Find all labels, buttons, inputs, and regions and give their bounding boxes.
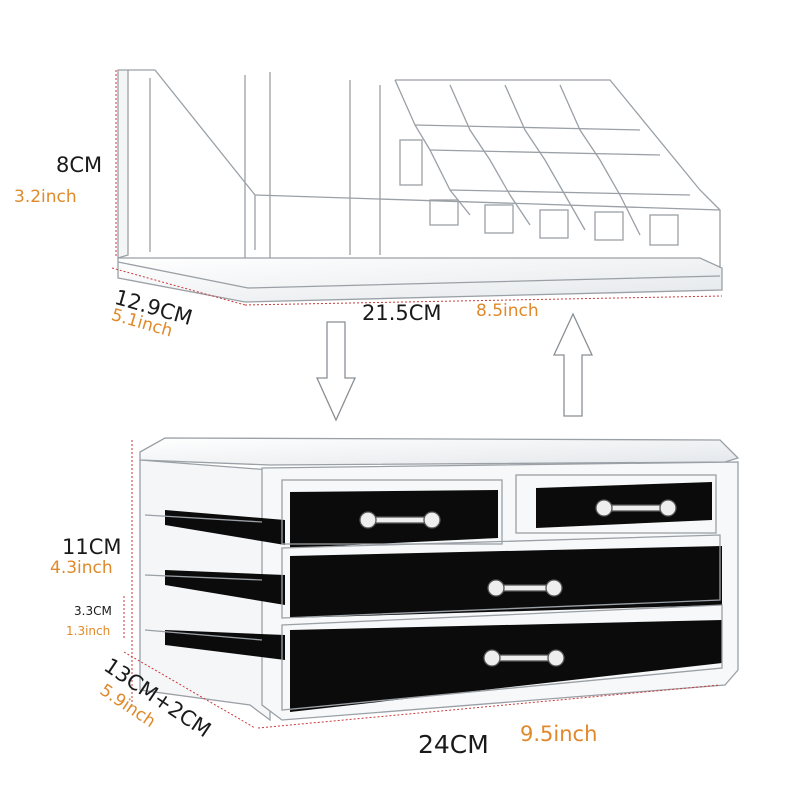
bottom-width-inch: 9.5inch: [520, 722, 598, 746]
lipstick-grid: [394, 79, 721, 246]
top-width-cm: 21.5CM: [362, 301, 442, 325]
top-organizer-base-edge: [117, 261, 721, 289]
top-organizer-base: [117, 257, 723, 303]
drawer-knobs: [359, 499, 677, 667]
top-width-line: [244, 295, 723, 306]
small-drawer-right: [515, 474, 717, 534]
down-arrow-icon: [315, 321, 357, 422]
knob-middle: [487, 579, 563, 597]
drawer-height-inch: 1.3inch: [66, 624, 111, 638]
top-width-inch: 8.5inch: [476, 301, 539, 321]
knob-small-right: [595, 499, 677, 517]
top-organizer-mid-panel: [349, 80, 381, 255]
drawer-fronts: [144, 474, 723, 711]
bottom-width-line: [257, 684, 721, 729]
up-arrow-icon: [552, 312, 594, 417]
drawer-unit-lid: [139, 437, 740, 466]
bottom-width-cm: 24CM: [418, 730, 489, 759]
bottom-drawer: [281, 604, 723, 711]
top-depth-line: [111, 267, 246, 306]
top-dimension-lines: [111, 70, 723, 306]
top-organizer-side-panel: [117, 69, 129, 259]
top-organizer-slant-panel: [128, 69, 256, 250]
top-height-cm: 8CM: [56, 153, 103, 177]
bottom-height-inch: 4.3inch: [50, 558, 113, 578]
drawer-height-cm: 3.3CM: [74, 604, 112, 618]
bottom-depth-line: [123, 651, 256, 729]
knob-small-left: [359, 511, 441, 529]
small-drawer-left: [281, 479, 503, 545]
bottom-height-cm: 11CM: [62, 535, 122, 559]
bottom-dimension-lines: [123, 440, 721, 729]
top-organizer-dividers: [149, 72, 271, 258]
top-organizer: [117, 69, 723, 303]
top-height-inch: 3.2inch: [14, 187, 77, 207]
bottom-organizer: [139, 437, 740, 722]
knob-bottom: [483, 649, 565, 667]
side-drawer-edges: [144, 514, 263, 641]
middle-drawer: [281, 534, 721, 619]
